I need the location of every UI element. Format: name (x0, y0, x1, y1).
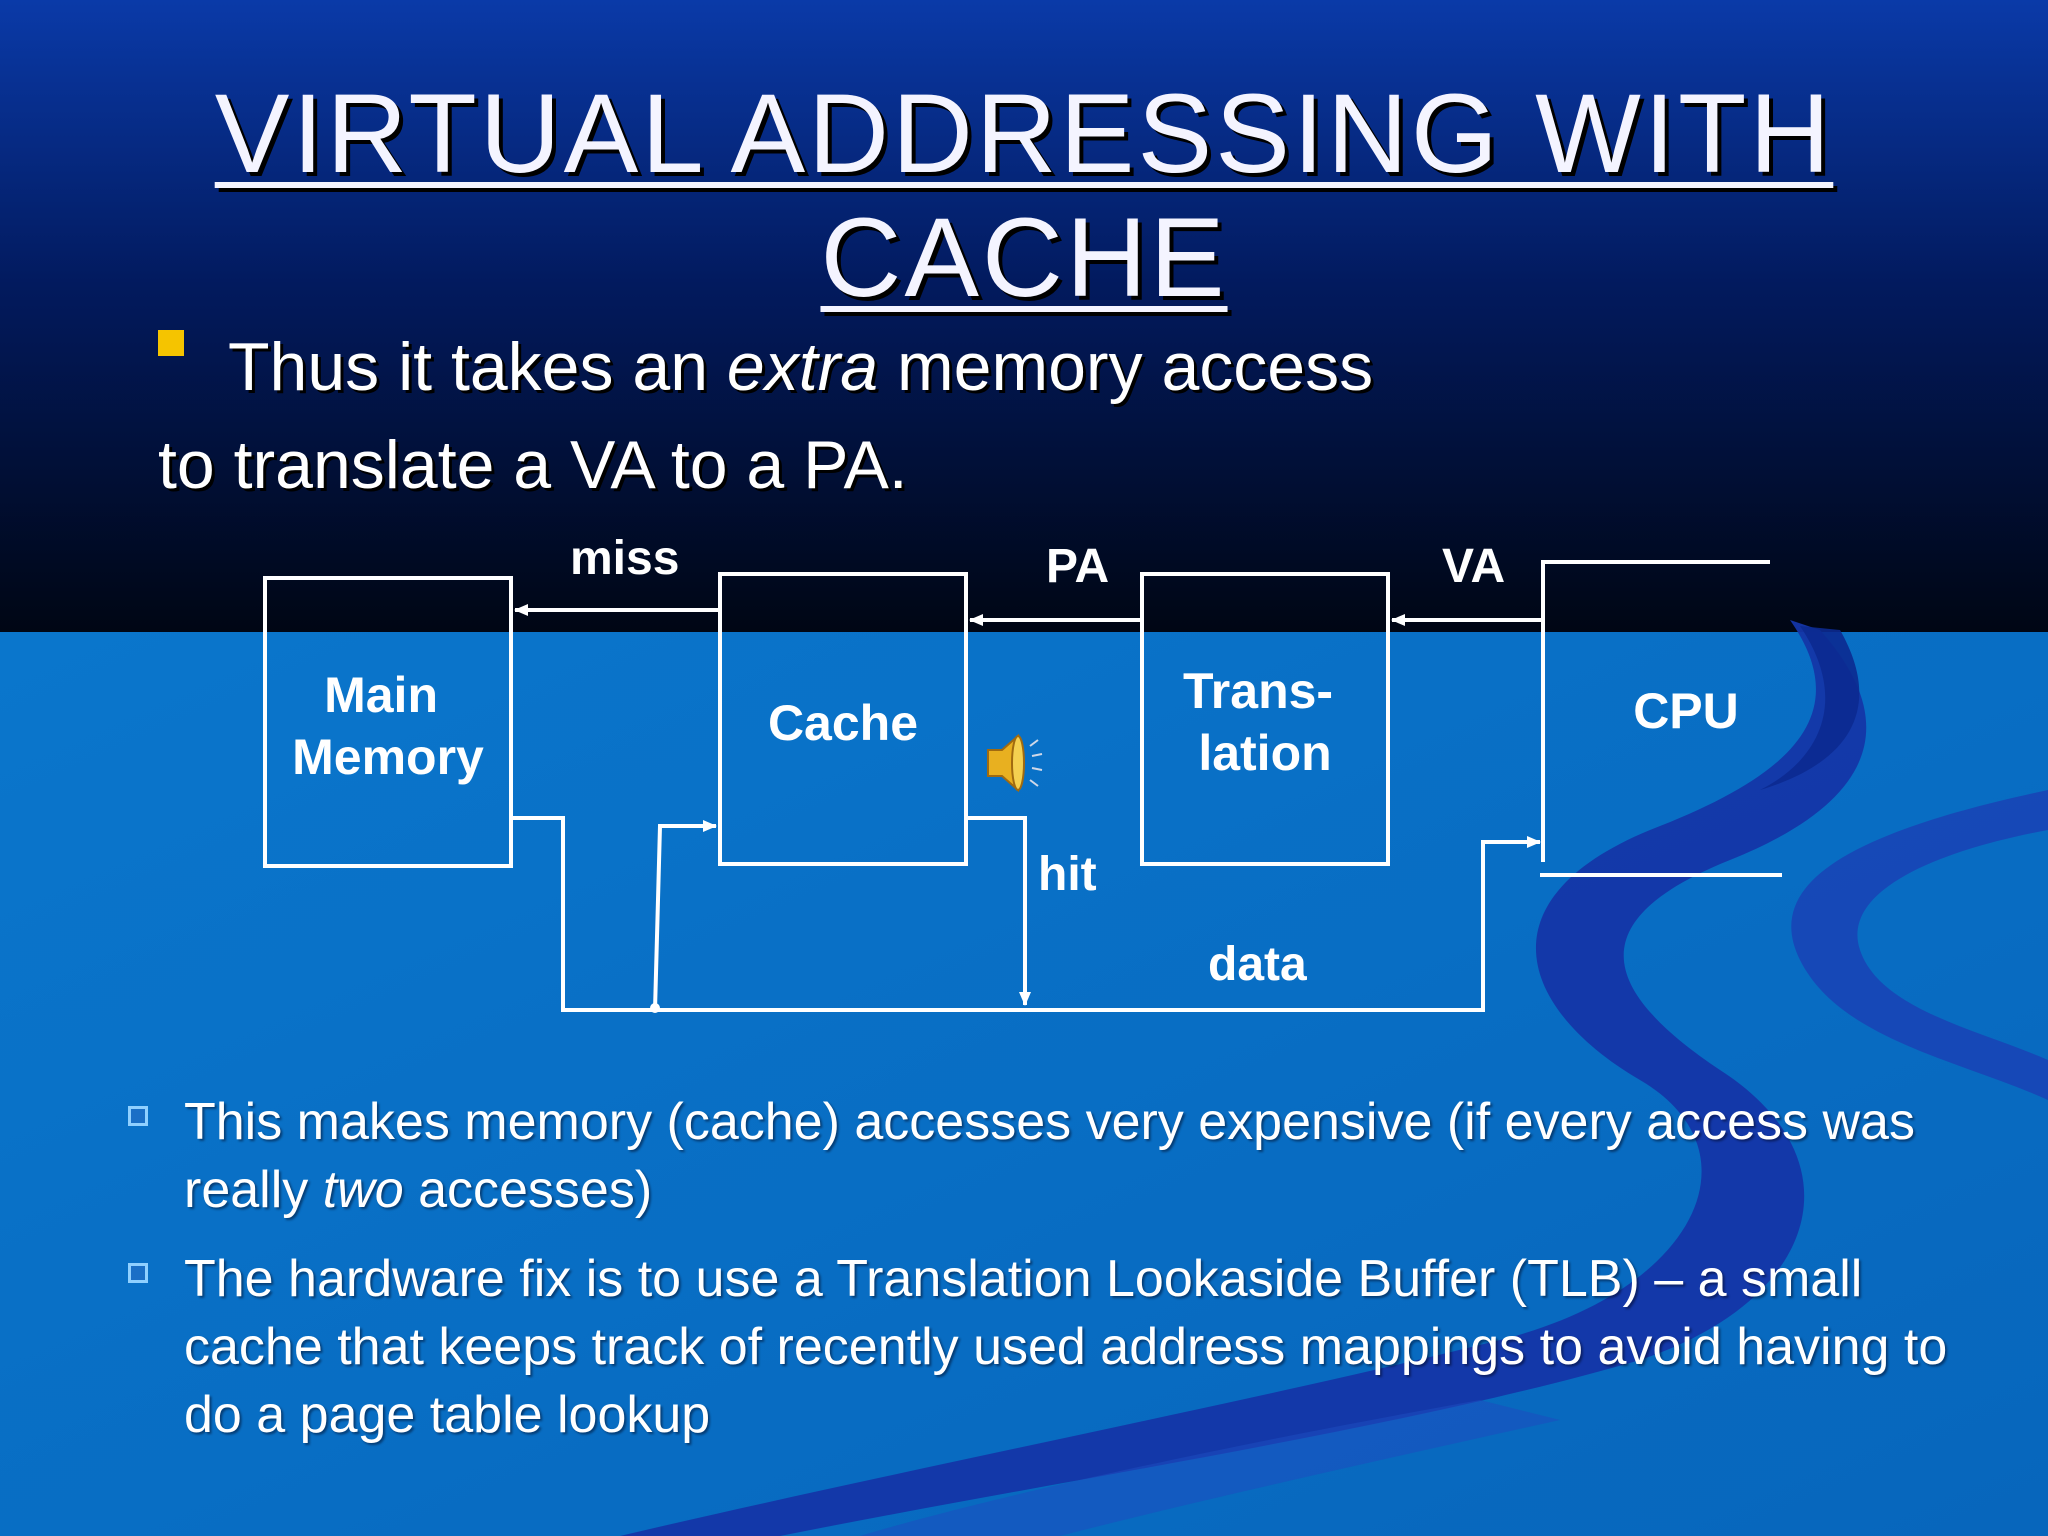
main-bullet-emphasis: extra (726, 329, 879, 405)
main-memory-label-1: Main (324, 667, 438, 723)
translation-label-1: Trans- (1183, 663, 1333, 719)
sub-bullet-1: This makes memory (cache) accesses very … (128, 1088, 1964, 1224)
bullet-square-icon (158, 330, 184, 356)
cache-label: Cache (768, 695, 918, 751)
cpu-label: CPU (1633, 683, 1739, 739)
pa-label: PA (1046, 540, 1109, 593)
sub-bullet-2: The hardware fix is to use a Translation… (128, 1245, 1964, 1449)
main-memory-label-2: Memory (292, 729, 484, 785)
checkbox-bullet-icon (128, 1106, 148, 1126)
data-label: data (1208, 938, 1307, 991)
main-bullet-text-2: memory access (878, 329, 1374, 405)
main-memory-box (263, 576, 513, 868)
sub-bullet-1-text-1: This makes memory (cache) accesses very … (184, 1093, 1915, 1219)
hit-label: hit (1038, 848, 1097, 901)
translation-label-2: lation (1198, 725, 1331, 781)
main-bullet-continuation: to translate a VA to a PA. (158, 427, 908, 503)
main-bullet-text-1: Thus it takes an (228, 329, 727, 405)
checkbox-bullet-icon (128, 1263, 148, 1283)
sub-bullet-2-text: The hardware fix is to use a Translation… (184, 1250, 1948, 1444)
slide-title: VIRTUAL ADDRESSING WITH CACHE (214, 71, 1834, 320)
svg-text:Trans- lation: Trans- lation (1183, 663, 1347, 781)
main-bullet: Thus it takes an extra memory access to … (158, 318, 1658, 514)
sub-bullet-1-text-2: accesses) (403, 1161, 653, 1219)
memory-data-line (511, 816, 1541, 1012)
hit-arrow (966, 816, 1031, 1006)
speaker-icon[interactable] (987, 733, 1043, 793)
cache-box (718, 572, 968, 866)
svg-text:Main Memory: Main Memory (292, 667, 484, 785)
cpu-box (1540, 560, 1782, 877)
sub-bullet-1-emphasis: two (322, 1161, 404, 1219)
translation-box (1140, 572, 1390, 866)
va-label: VA (1442, 540, 1505, 593)
swirl-decoration-2 (1791, 790, 2048, 1100)
miss-label: miss (570, 532, 679, 585)
cache-fill-line (653, 820, 717, 1011)
